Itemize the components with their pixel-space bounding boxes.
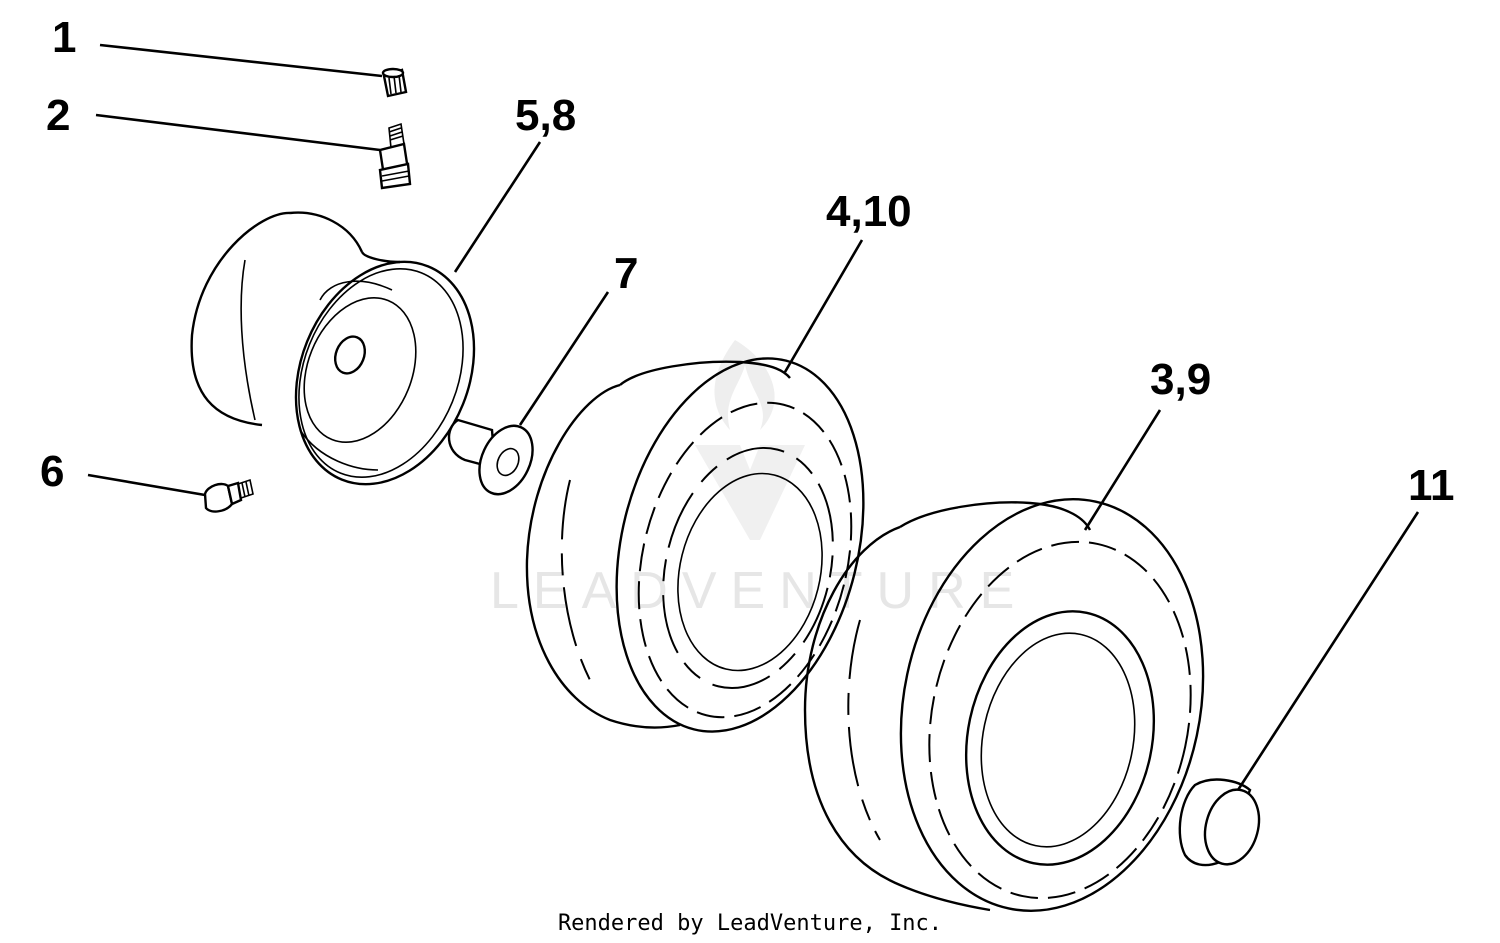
- part-valve-stem: [378, 122, 412, 190]
- leader-lines: [87, 43, 1420, 791]
- footer-credit: Rendered by LeadVenture, Inc.: [558, 911, 942, 936]
- leader-6: [87, 473, 206, 497]
- leader-58: [453, 141, 542, 273]
- part-valve-cap: [381, 67, 408, 98]
- watermark-logo-icon: [695, 340, 805, 540]
- leader-39: [1083, 409, 1162, 531]
- callout-11: 11: [1408, 461, 1455, 510]
- callout-2: 2: [46, 91, 70, 140]
- part-tire-front: [525, 357, 865, 733]
- leader-410: [783, 239, 864, 373]
- callout-6: 6: [40, 447, 64, 496]
- part-grease-fitting: [203, 478, 254, 513]
- watermark-text: LEADVENTURE: [490, 562, 1028, 620]
- part-center-cap: [1178, 778, 1261, 867]
- leader-7: [518, 291, 610, 426]
- leader-1: [99, 43, 383, 78]
- callout-3-9: 3,9: [1150, 355, 1211, 404]
- part-bushing: [447, 418, 534, 496]
- callout-4-10: 4,10: [826, 187, 912, 236]
- part-wheel-rim: [190, 211, 476, 486]
- leader-2: [95, 113, 381, 152]
- callout-5-8: 5,8: [515, 91, 576, 140]
- callout-labels: 1 2 5,8 4,10 7 3,9 6 11: [40, 13, 1455, 510]
- leader-11: [1236, 511, 1420, 791]
- watermark: LEADVENTURE: [490, 340, 1028, 620]
- callout-7: 7: [614, 249, 638, 298]
- callout-1: 1: [52, 13, 76, 62]
- part-tire-rear: [803, 498, 1205, 912]
